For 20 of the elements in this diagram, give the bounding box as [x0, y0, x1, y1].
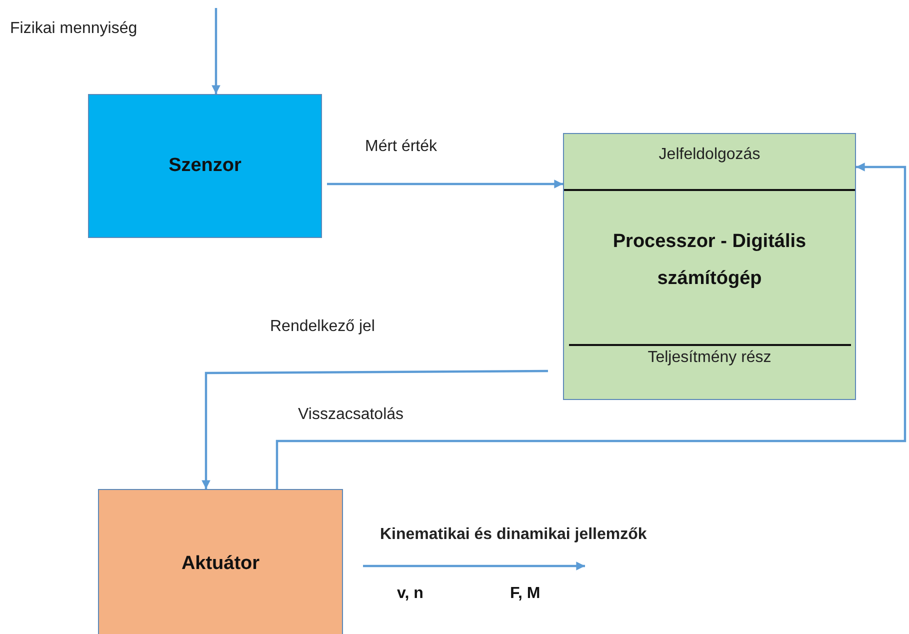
section-label: Teljesítmény rész [646, 349, 772, 367]
arrow [327, 180, 563, 188]
arrow [363, 562, 585, 570]
processor-box [563, 133, 856, 400]
arrow [202, 370, 548, 489]
edge-label: Rendelkező jel [270, 318, 375, 336]
quantity-label: v, n [397, 585, 424, 603]
edge-label: Visszacsatolás [298, 406, 404, 424]
arrow [212, 8, 220, 94]
node-title: Szenzor [168, 154, 242, 178]
processor-title: Processzor - Digitális számítógép [612, 230, 808, 290]
sensor-box [88, 94, 322, 238]
edge-label: Fizikai mennyiség [10, 20, 138, 38]
actuator-box [98, 489, 343, 634]
edge-label: Mért érték [365, 138, 438, 156]
arrow [276, 162, 906, 489]
edge-label: Kinematikai és dinamikai jellemzők [380, 526, 647, 544]
section-heading: Jelfeldolgozás [658, 146, 762, 164]
node-title: Aktuátor [181, 552, 260, 576]
quantity-label: F, M [510, 585, 540, 603]
